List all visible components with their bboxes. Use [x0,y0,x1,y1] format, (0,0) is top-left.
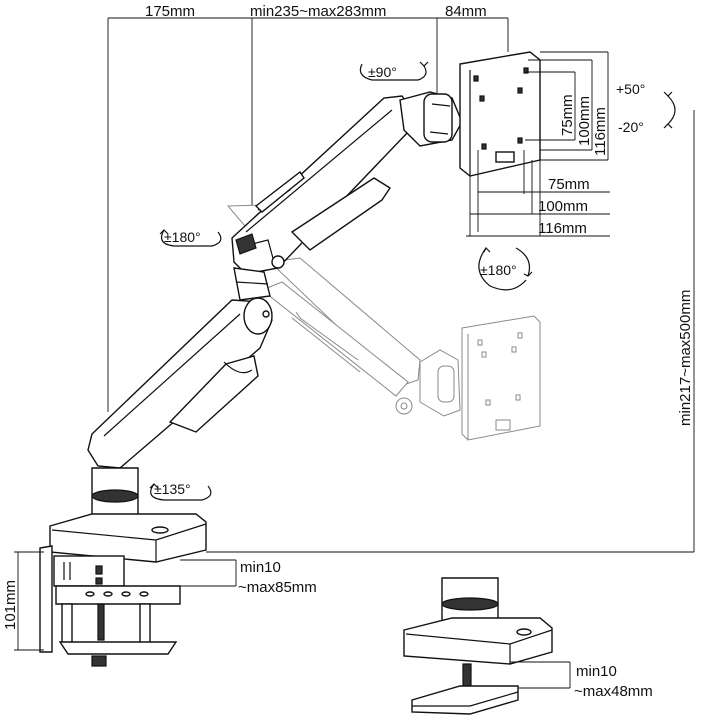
reach-range-label: min235~max283mm [250,3,386,20]
base-swivel-label: ±135° [154,481,191,497]
width-84-label: 84mm [445,3,487,20]
grommet-range-min-label: min10 [576,663,617,680]
clamp-height-label: 101mm [2,580,19,630]
rotate-arrow-icon [478,246,533,291]
vesa-100-height-label: 100mm [576,96,593,146]
rotate-arrow-icon [149,483,212,501]
clamp-base [49,513,207,563]
width-175-label: 175mm [145,3,195,20]
clamp-dimension-lines [14,551,237,651]
rotate-arrow-icon [159,229,222,247]
vesa-100-width-label: 100mm [538,198,588,215]
top-dimension-lines [107,17,509,412]
tilt-arc-icon [663,91,676,129]
upper-arm [231,95,413,275]
vesa-116-height-label: 116mm [592,107,609,156]
height-dimension-line [206,110,695,553]
vesa-116-width-label: 116mm [538,220,587,237]
grommet-dimension-lines [510,661,571,689]
grommet-range-max-label: ~max48mm [574,683,653,700]
vesa-plate [459,51,541,177]
tilt-down-label: -20° [618,119,644,135]
tilt-head [399,91,463,147]
vesa-dimension-lines [466,51,610,237]
ghost-vesa-plate [461,315,541,441]
elbow-swivel-label: ±180° [164,229,201,245]
lower-arm [87,267,273,469]
grommet-mount [403,577,553,715]
screen-rotation-label: ±180° [480,262,517,278]
height-range-label: min217~max500mm [677,290,694,426]
c-clamp [39,545,181,667]
clamp-range-max-label: ~max85mm [238,579,317,596]
rotate-arrow-icon [359,61,429,81]
tilt-up-label: +50° [616,81,645,97]
head-swivel-label: ±90° [368,64,397,80]
clamp-range-min-label: min10 [240,559,281,576]
vesa-75-height-label: 75mm [559,94,576,136]
vesa-75-width-label: 75mm [548,176,590,193]
